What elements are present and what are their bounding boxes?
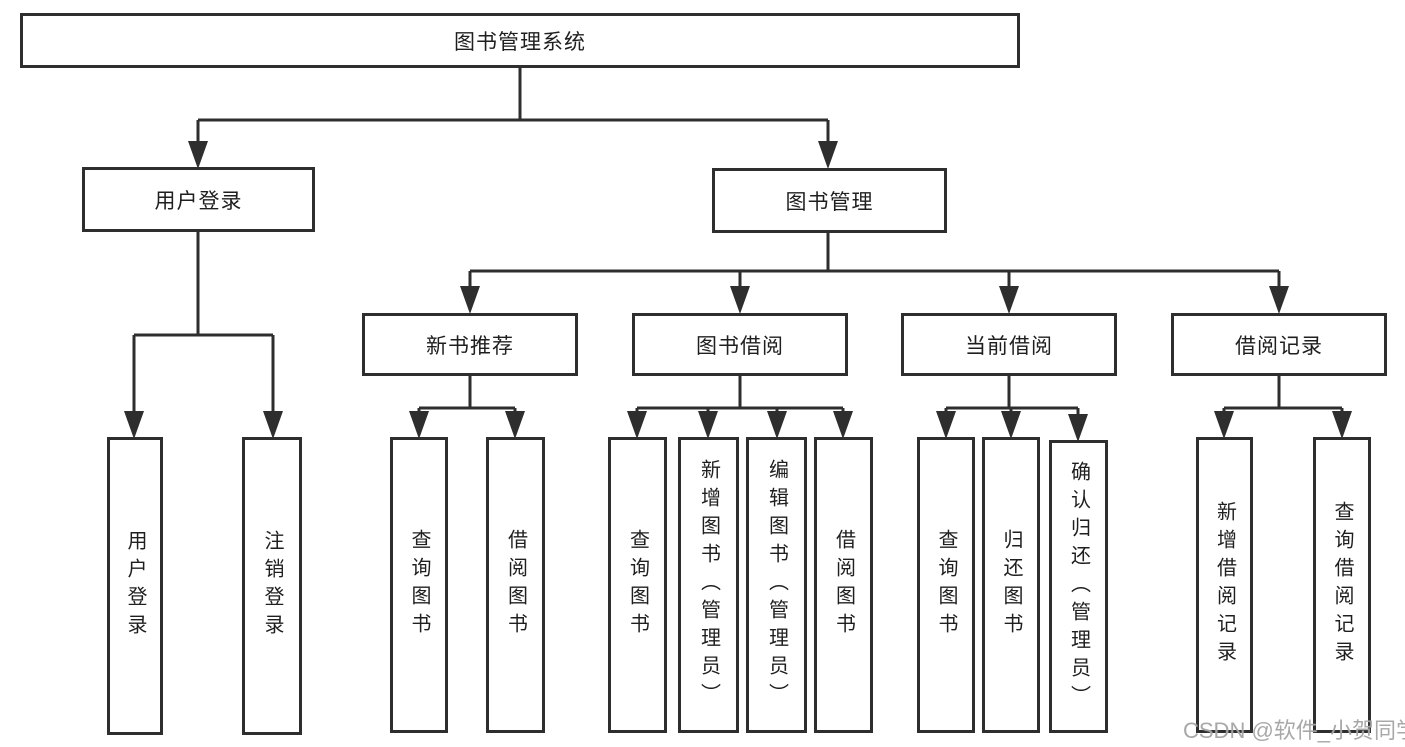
leaf-label: 查询借阅记录 [1331, 501, 1353, 669]
leaf-confirm-return-admin: 确认归还（管理员） [1049, 440, 1108, 733]
leaf-query-books-1: 查询图书 [390, 437, 448, 733]
leaf-add-books-admin: 新增图书（管理员） [678, 437, 739, 733]
leaf-label: 借阅图书 [504, 529, 527, 641]
leaf-label: 查询图书 [408, 529, 430, 641]
leaf-label: 查询图书 [626, 529, 649, 641]
leaf-logout: 注销登录 [242, 437, 302, 735]
leaf-label: 注销登录 [261, 530, 283, 642]
leaf-label: 归还图书 [1000, 529, 1022, 641]
node-library-management-system: 图书管理系统 [20, 13, 1020, 68]
leaf-query-books-2: 查询图书 [608, 437, 667, 733]
csdn-watermark: CSDN @软件_小贺同学 [1183, 718, 1405, 743]
node-book-management: 图书管理 [712, 168, 947, 233]
leaf-borrow-books-1: 借阅图书 [486, 437, 545, 733]
node-borrowing-records: 借阅记录 [1171, 313, 1387, 376]
leaf-return-books: 归还图书 [982, 437, 1040, 733]
arrowhead-group [124, 141, 1352, 442]
leaf-label: 借阅图书 [832, 529, 855, 641]
leaf-label: 新增图书（管理员） [697, 459, 720, 711]
leaf-label: 确认归还（管理员） [1067, 460, 1090, 713]
leaf-label: 用户登录 [124, 530, 146, 642]
leaf-label: 编辑图书（管理员） [765, 459, 788, 711]
leaf-borrow-books-2: 借阅图书 [814, 437, 873, 733]
node-current-borrowing: 当前借阅 [901, 313, 1117, 376]
node-user-login: 用户登录 [82, 167, 315, 232]
leaf-label: 新增借阅记录 [1213, 501, 1236, 669]
node-new-book-recommendation: 新书推荐 [362, 313, 578, 376]
leaf-label: 查询图书 [935, 529, 957, 641]
leaf-edit-books-admin: 编辑图书（管理员） [746, 437, 807, 733]
leaf-add-borrow-record: 新增借阅记录 [1196, 437, 1253, 733]
leaf-user-login: 用户登录 [107, 437, 163, 735]
leaf-query-books-3: 查询图书 [917, 437, 975, 733]
leaf-query-borrow-record: 查询借阅记录 [1313, 437, 1371, 733]
node-book-borrowing: 图书借阅 [632, 313, 848, 376]
